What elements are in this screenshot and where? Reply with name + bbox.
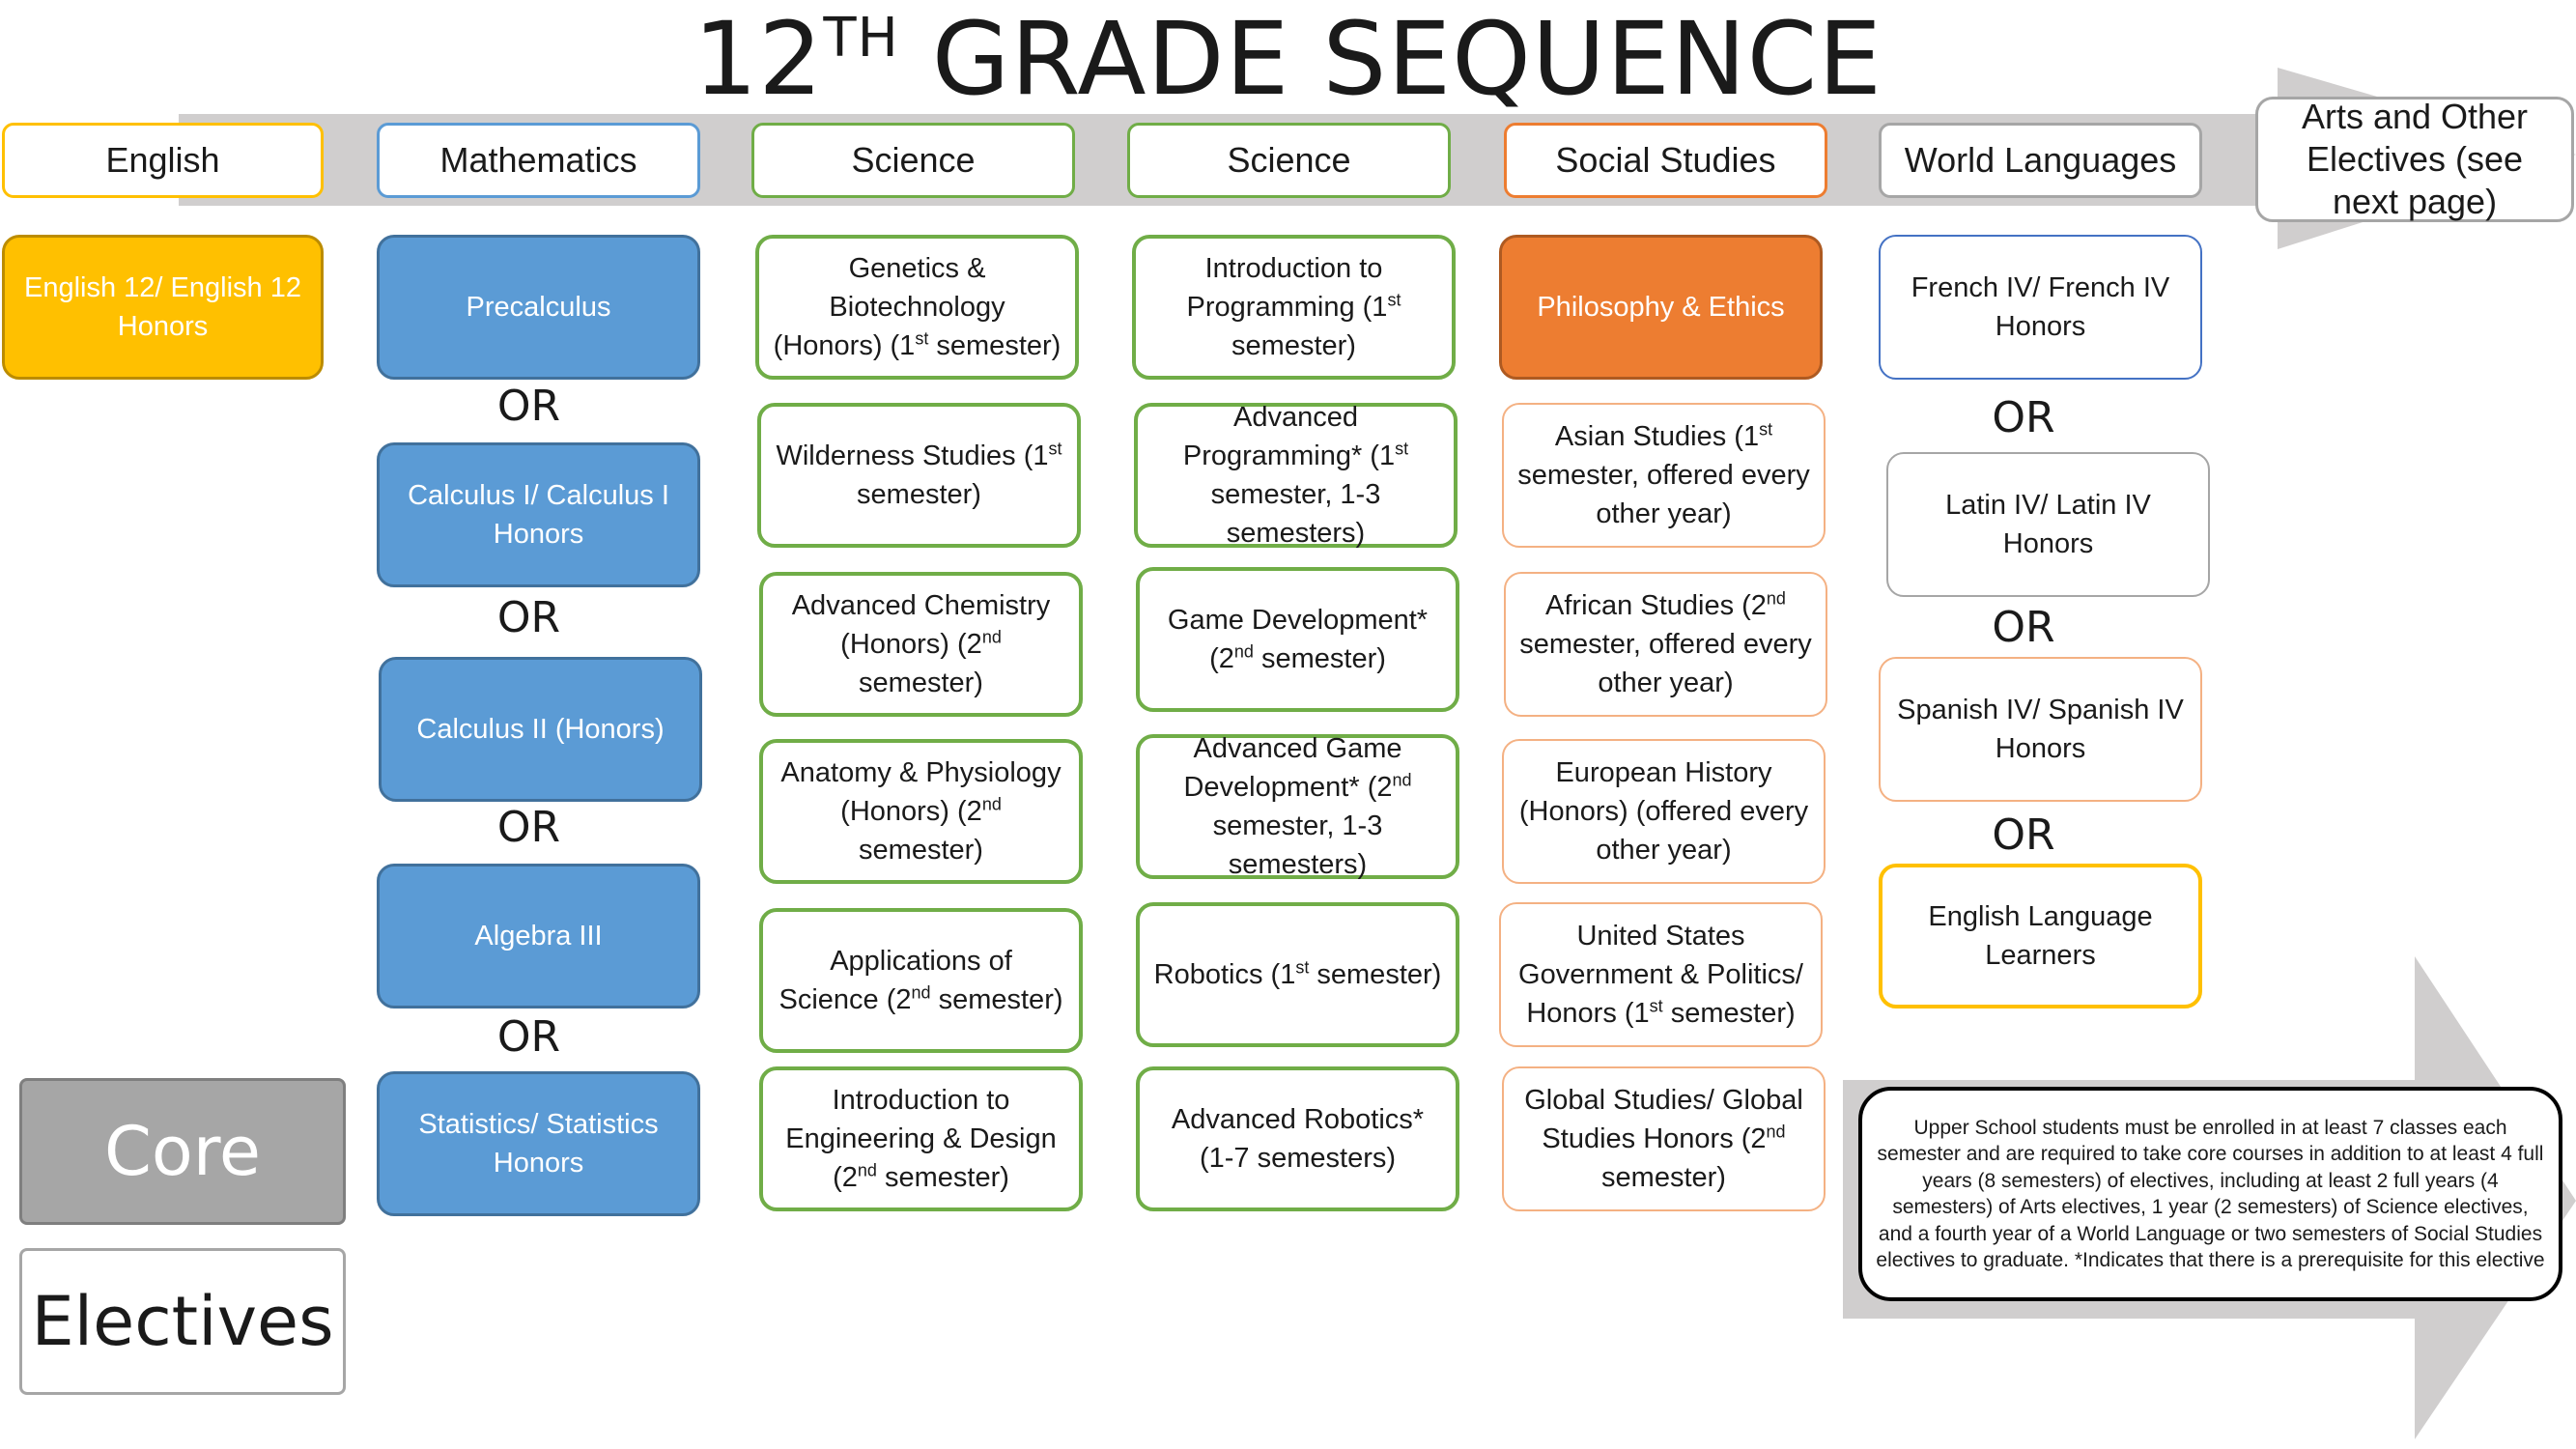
- course-game-development: Game Development* (2nd semester): [1136, 567, 1459, 712]
- course-calculus-2: Calculus II (Honors): [379, 657, 702, 802]
- course-robotics: Robotics (1st semester): [1136, 902, 1459, 1047]
- or-label-math-4: OR: [496, 1012, 561, 1062]
- header-science-2: Science: [1127, 123, 1451, 198]
- course-european-history: European History (Honors) (offered every…: [1502, 739, 1826, 884]
- graduation-requirements-note: Upper School students must be enrolled i…: [1858, 1087, 2562, 1301]
- course-calculus-1: Calculus I/ Calculus I Honors: [377, 442, 700, 587]
- course-spanish-4: Spanish IV/ Spanish IV Honors: [1879, 657, 2202, 802]
- header-world-languages: World Languages: [1879, 123, 2202, 198]
- or-label-lang-3: OR: [1992, 810, 2055, 860]
- course-applications-of-science: Applications of Science (2nd semester): [759, 908, 1083, 1053]
- course-african-studies: African Studies (2nd semester, offered e…: [1504, 572, 1827, 717]
- course-advanced-programming: Advanced Programming* (1st semester, 1-3…: [1134, 402, 1458, 549]
- or-label-math-1: OR: [496, 382, 561, 431]
- or-label-math-3: OR: [496, 803, 561, 852]
- course-english-12: English 12/ English 12 Honors: [2, 235, 324, 380]
- legend-core: Core: [19, 1078, 346, 1225]
- course-advanced-chemistry: Advanced Chemistry (Honors) (2nd semeste…: [759, 572, 1083, 717]
- course-intro-engineering: Introduction to Engineering & Design (2n…: [759, 1066, 1083, 1211]
- header-mathematics: Mathematics: [377, 123, 700, 198]
- course-wilderness-studies: Wilderness Studies (1st semester): [757, 403, 1081, 548]
- legend-electives: Electives: [19, 1248, 346, 1395]
- header-science-1: Science: [751, 123, 1075, 198]
- course-advanced-game-development: Advanced Game Development* (2nd semester…: [1136, 733, 1459, 880]
- course-anatomy-physiology: Anatomy & Physiology (Honors) (2nd semes…: [759, 739, 1083, 884]
- course-french-4: French IV/ French IV Honors: [1879, 235, 2202, 380]
- course-algebra-3: Algebra III: [377, 864, 700, 1009]
- course-philosophy-ethics: Philosophy & Ethics: [1499, 235, 1823, 380]
- course-us-government: United States Government & Politics/ Hon…: [1499, 902, 1823, 1047]
- or-label-lang-1: OR: [1992, 393, 2055, 442]
- course-global-studies: Global Studies/ Global Studies Honors (2…: [1502, 1066, 1826, 1211]
- header-english: English: [2, 123, 324, 198]
- or-label-math-2: OR: [496, 593, 561, 642]
- course-advanced-robotics: Advanced Robotics* (1-7 semesters): [1136, 1066, 1459, 1211]
- course-precalculus: Precalculus: [377, 235, 700, 380]
- course-english-language-learners: English Language Learners: [1879, 864, 2202, 1009]
- page-title: 12TH GRADE SEQUENCE: [694, 0, 1882, 118]
- course-genetics-biotech: Genetics & Biotechnology (Honors) (1st s…: [755, 235, 1079, 380]
- course-asian-studies: Asian Studies (1st semester, offered eve…: [1502, 403, 1826, 548]
- course-statistics: Statistics/ Statistics Honors: [377, 1071, 700, 1216]
- course-intro-programming: Introduction to Programming (1st semeste…: [1132, 235, 1456, 380]
- header-social-studies: Social Studies: [1504, 123, 1827, 198]
- header-arts-electives: Arts and Other Electives (see next page): [2255, 97, 2574, 222]
- course-latin-4: Latin IV/ Latin IV Honors: [1886, 452, 2210, 597]
- or-label-lang-2: OR: [1992, 603, 2055, 652]
